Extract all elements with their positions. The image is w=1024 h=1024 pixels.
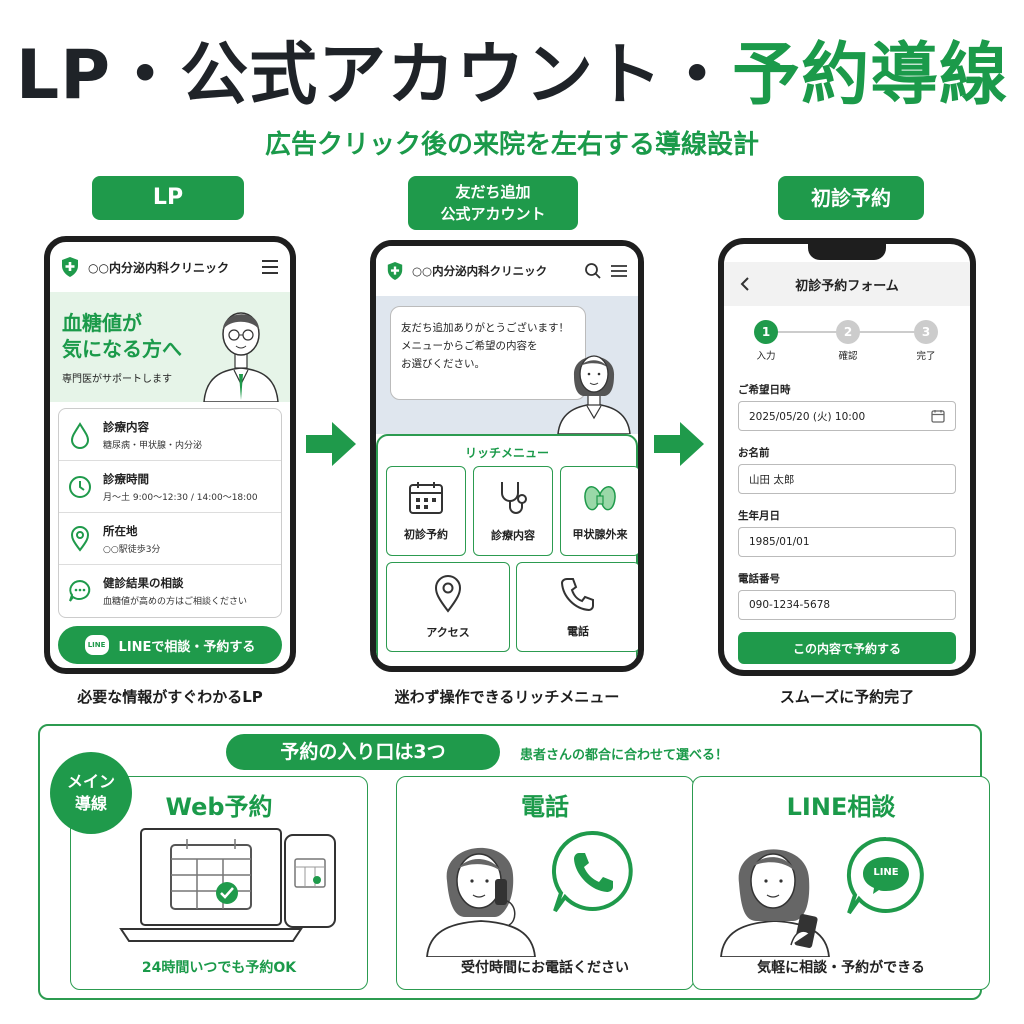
chat-area: ○○内分泌内科クリニック 友だち追加ありがとうございます！ メニューからご希望の… [376, 246, 638, 434]
step-3: 3 [914, 320, 938, 344]
rich-menu-title: リッチメニュー [464, 446, 549, 460]
step-pill-lp: LP [92, 176, 244, 220]
clinic-name: ○○内分泌内科クリニック [412, 264, 548, 278]
caption-lp: 必要な情報がすぐわかるLP [77, 688, 263, 706]
stethoscope-icon [494, 479, 532, 517]
hamburger-menu-icon[interactable] [260, 259, 280, 275]
woman-phone-call-icon [417, 821, 547, 957]
line-phone: ○○内分泌内科クリニック 友だち追加ありがとうございます！ メニューからご希望の… [370, 240, 644, 672]
info-row-treatment[interactable]: 診療内容糖尿病・甲状腺・内分泌 [59, 409, 281, 461]
field-label-datetime: ご希望日時 [738, 384, 791, 396]
page-title: LP・公式アカウント・予約導線 [15, 36, 1009, 115]
calendar-icon [407, 480, 445, 516]
name-field[interactable]: 山田 太郎 [738, 464, 956, 494]
arrow-right-icon [654, 420, 704, 468]
clock-icon [67, 473, 93, 501]
card-line-consult[interactable]: LINE相談 LINE 気軽に相談・予約ができる [692, 776, 990, 990]
hero-title: 血糖値が気になる方へ [62, 311, 182, 361]
step-pill-official-account: 友だち追加 公式アカウント [408, 176, 578, 230]
doctor-illustration-icon [196, 292, 286, 402]
phone-notch [808, 244, 886, 260]
form-phone: 初診予約フォーム 1 2 3 入力 確認 完了 ご希望日時 2025/05/20… [718, 238, 976, 676]
datetime-field[interactable]: 2025/05/20 (火) 10:00 [738, 401, 956, 431]
menu-first-visit[interactable]: 初診予約 [386, 466, 466, 556]
lp-info-card: 診療内容糖尿病・甲状腺・内分泌 診療時間月〜土 9:00〜12:30 / 14:… [58, 408, 282, 618]
lp-hero: 血糖値が気になる方へ 専門医がサポートします [50, 292, 290, 402]
step-2: 2 [836, 320, 860, 344]
entry-note: 患者さんの都合に合わせて選べる！ [520, 748, 729, 763]
card-phone[interactable]: 電話 受付時間にお電話ください [396, 776, 694, 990]
drop-icon [67, 421, 93, 449]
map-pin-icon [67, 525, 93, 553]
menu-thyroid[interactable]: 甲状腺外来 [560, 466, 638, 556]
clinic-name: ○○内分泌内科クリニック [88, 260, 229, 275]
search-icon[interactable] [584, 262, 602, 280]
info-row-checkup[interactable]: 健診結果の相談血糖値が高めの方はご相談ください [59, 565, 281, 617]
shield-icon [386, 261, 404, 281]
field-label-phone: 電話番号 [738, 573, 780, 585]
menu-phone[interactable]: 電話 [516, 562, 638, 652]
chat-icon [67, 577, 93, 605]
phone-icon [559, 575, 597, 613]
caption-rich-menu: 迷わず操作できるリッチメニュー [394, 688, 620, 706]
arrow-right-icon [306, 420, 356, 468]
main-route-badge: メイン 導線 [50, 752, 132, 834]
caption-reservation: スムーズに予約完了 [779, 688, 915, 706]
line-bubble-icon: LINE [843, 833, 929, 919]
info-row-location[interactable]: 所在地○○駅徒歩3分 [59, 513, 281, 565]
greeting-bubble: 友だち追加ありがとうございます！ メニューからご希望の内容を お選びください。 [390, 306, 586, 400]
phone-field[interactable]: 090-1234-5678 [738, 590, 956, 620]
hamburger-menu-icon[interactable] [610, 264, 628, 278]
phone-icon [547, 827, 639, 919]
rich-menu: リッチメニュー 初診予約 診療内容 甲状腺外来 アクセス 電話 [376, 434, 638, 666]
step-1: 1 [754, 320, 778, 344]
field-label-name: お名前 [738, 447, 770, 459]
field-label-birthdate: 生年月日 [738, 510, 780, 522]
entry-pill: 予約の入り口は3つ [226, 734, 500, 770]
step-1-label: 入力 [756, 351, 776, 362]
submit-reservation-button[interactable]: この内容で予約する [738, 632, 956, 664]
line-consult-button[interactable]: LINE LINEで相談・予約する [58, 626, 282, 664]
step-pill-first-visit: 初診予約 [778, 176, 924, 220]
laptop-calendar-icon [111, 825, 341, 955]
thyroid-icon [580, 480, 620, 516]
form-header: 初診予約フォーム [724, 262, 970, 306]
step-3-label: 完了 [916, 351, 936, 362]
line-logo-icon: LINE [84, 635, 109, 655]
lp-header: ○○内分泌内科クリニック [50, 242, 290, 292]
info-row-hours[interactable]: 診療時間月〜土 9:00〜12:30 / 14:00〜18:00 [59, 461, 281, 513]
menu-access[interactable]: アクセス [386, 562, 510, 652]
line-header: ○○内分泌内科クリニック [376, 246, 638, 296]
calendar-icon [931, 409, 945, 423]
menu-treatment[interactable]: 診療内容 [473, 466, 553, 556]
map-pin-icon [432, 574, 464, 614]
woman-smartphone-icon [711, 821, 841, 957]
lp-phone: ○○内分泌内科クリニック 血糖値が気になる方へ 専門医がサポートします [44, 236, 296, 674]
hero-sub: 専門医がサポートします [62, 374, 172, 385]
birthdate-field[interactable]: 1985/01/01 [738, 527, 956, 557]
shield-icon [60, 256, 80, 278]
page-subtitle: 広告クリック後の来院を左右する導線設計 [264, 130, 759, 160]
back-chevron-icon[interactable] [738, 276, 752, 292]
step-2-label: 確認 [838, 351, 858, 362]
nurse-illustration-icon [554, 332, 634, 434]
form-steps: 1 2 3 入力 確認 完了 [724, 306, 970, 376]
